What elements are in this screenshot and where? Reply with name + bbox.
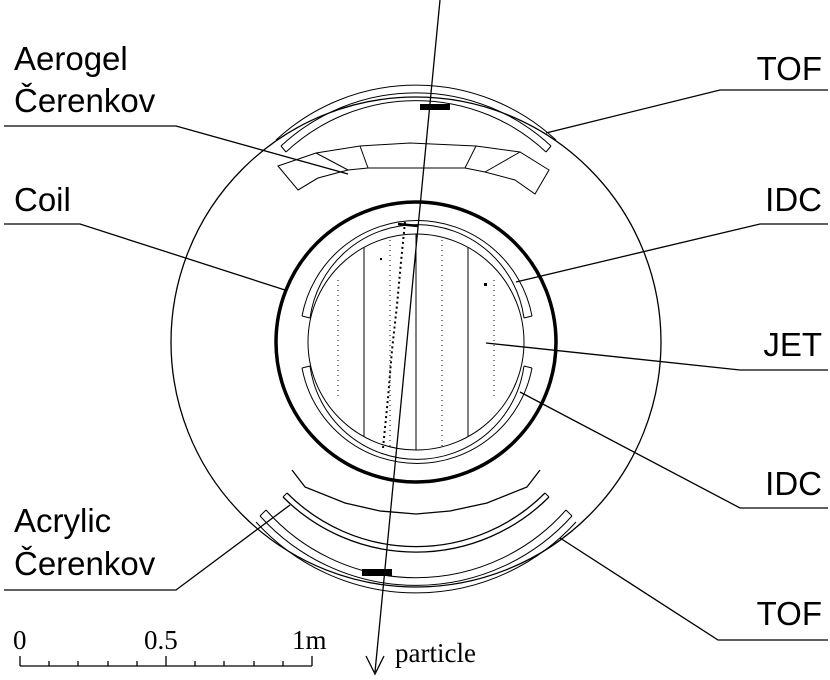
scale-label-0: 0 (13, 625, 27, 655)
outer-vessel (170, 96, 662, 588)
aerogel-cerenkov-modules (277, 142, 550, 195)
acrylic-label-line1: Acrylic (14, 502, 111, 539)
particle-track (365, 0, 441, 676)
leader-lines (4, 89, 828, 641)
idc-top-label: IDC (765, 181, 822, 218)
aerogel-label-line1: Aerogel (14, 40, 128, 77)
jet-label: JET (763, 326, 822, 363)
tof-top-counters (275, 84, 557, 153)
coil (274, 200, 558, 484)
idc-chambers (301, 220, 533, 464)
scale-label-1m: 1m (292, 625, 327, 655)
acrylic-label-line2: Čerenkov (14, 545, 156, 582)
scale-bar: 0 0.5 1m (13, 625, 327, 667)
tof-top-label: TOF (757, 50, 822, 87)
acrylic-cerenkov-modules (282, 469, 550, 553)
jet-chamber (307, 233, 525, 451)
tof-bottom-counters (255, 509, 577, 594)
idc-bottom-label: IDC (765, 465, 822, 502)
coil-label: Coil (14, 181, 71, 218)
aerogel-label-line2: Čerenkov (14, 82, 156, 119)
particle-label: particle (395, 638, 476, 668)
scale-label-half: 0.5 (144, 625, 178, 655)
tof-bottom-label: TOF (757, 595, 822, 632)
